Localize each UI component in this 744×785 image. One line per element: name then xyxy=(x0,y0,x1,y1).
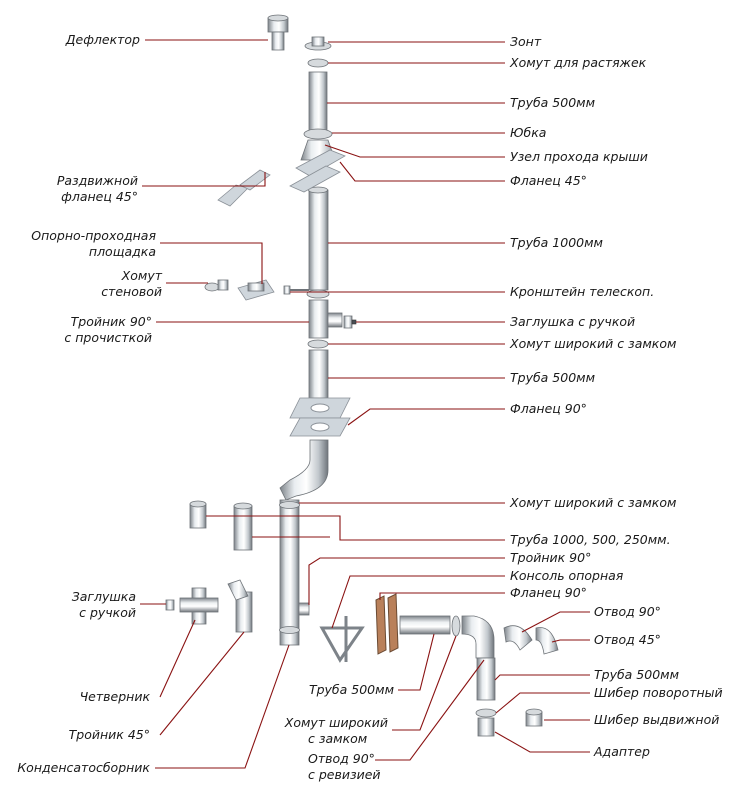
plug-left-part xyxy=(165,599,175,611)
label-elbow-45: Отвод 45° xyxy=(594,632,661,647)
label-pipe-500-low: Труба 500мм xyxy=(309,682,394,697)
label-console: Консоль опорная xyxy=(510,568,624,583)
pipe-500-low-part xyxy=(399,615,451,635)
label-tee-90: Тройник 90° xyxy=(510,550,591,565)
labels: Дефлектор Зонт Хомут для растяжек Труба … xyxy=(17,32,722,782)
label-slide-damper: Шибер выдвижной xyxy=(594,712,719,727)
guy-clamp-part xyxy=(307,58,329,68)
label-flange-45: Фланец 45° xyxy=(510,173,587,188)
label-roof-pass: Узел прохода крыши xyxy=(510,149,648,164)
label-plug-handle-right: Заглушка с ручкой xyxy=(510,314,635,329)
label-sliding-flange-1: Раздвижной xyxy=(57,173,138,188)
label-wide-clamp-lock-2: Хомут широкий с замком xyxy=(509,495,676,510)
sliding-flange-45-part xyxy=(217,169,271,207)
tee-45-part xyxy=(227,579,253,633)
label-plug-handle-left-2: с ручкой xyxy=(79,605,136,620)
label-bracket: Кронштейн телескоп. xyxy=(510,284,654,299)
label-pipe-500-top: Труба 500мм xyxy=(510,95,595,110)
wide-clamp-part xyxy=(307,339,329,349)
bracket-rod-part xyxy=(283,285,309,295)
console-part xyxy=(319,616,365,663)
label-adapter: Адаптер xyxy=(593,744,650,759)
slide-damper-part xyxy=(525,708,543,727)
label-pipe-500-mid: Труба 500мм xyxy=(510,370,595,385)
bent-pipe-part xyxy=(279,439,329,501)
cross-part xyxy=(179,587,219,625)
label-wall-clamp-2: стеновой xyxy=(101,284,162,299)
label-pipes-set: Труба 1000, 500, 250мм. xyxy=(510,532,671,547)
label-pipe-1000: Труба 1000мм xyxy=(510,235,603,250)
wide-clamp-low-part xyxy=(451,615,461,637)
flange-45-part xyxy=(289,149,346,193)
label-rotary-damper: Шибер поворотный xyxy=(594,685,723,700)
main-stack xyxy=(267,14,357,646)
label-deflector: Дефлектор xyxy=(65,32,140,47)
label-condensate: Конденсатосборник xyxy=(17,760,150,775)
label-elbow-90: Отвод 90° xyxy=(594,604,661,619)
plug-handle-right-part xyxy=(343,315,357,329)
label-platform-1: Опорно-проходная xyxy=(31,228,156,243)
flange-90-mid-part xyxy=(289,397,351,437)
pipe-lower-part xyxy=(279,499,300,646)
label-plug-handle-left-1: Заглушка xyxy=(72,589,136,604)
deflector-part xyxy=(267,14,289,51)
label-tee-45: Тройник 45° xyxy=(69,727,150,742)
pipe-1000-part xyxy=(308,189,329,291)
label-tee-90-clean-1: Тройник 90° xyxy=(71,314,152,329)
label-wide-clamp-low-1: Хомут широкий xyxy=(284,715,388,730)
pipe-500-right-part xyxy=(476,657,496,701)
elbow-90-part xyxy=(503,625,533,651)
tee-90-cleaning-part xyxy=(308,299,343,339)
label-skirt: Юбка xyxy=(510,125,546,140)
rotary-damper-part xyxy=(475,708,497,718)
flange-90-low-part xyxy=(375,593,399,655)
label-pipe-500-low-right: Труба 500мм xyxy=(594,667,679,682)
label-flange-90-low: Фланец 90° xyxy=(510,585,587,600)
pipe-500-top-part xyxy=(308,71,328,133)
label-tee-90-clean-2: с прочисткой xyxy=(64,330,152,345)
label-elbow-90-rev-1: Отвод 90° xyxy=(308,751,375,766)
elbow-90-rev-part xyxy=(461,615,495,659)
skirt-part xyxy=(303,128,333,140)
label-sliding-flange-2: фланец 45° xyxy=(61,189,138,204)
label-platform-2: площадка xyxy=(89,244,156,259)
pipes-set-part xyxy=(189,500,253,551)
elbow-45-part xyxy=(535,627,559,655)
leader-lines xyxy=(140,39,590,769)
label-elbow-90-rev-2: с ревизией xyxy=(308,767,381,782)
umbrella-part xyxy=(304,36,332,51)
platform-part xyxy=(237,279,275,301)
adapter-part xyxy=(477,717,495,737)
label-wide-clamp-low-2: с замком xyxy=(308,731,367,746)
label-flange-90-mid: Фланец 90° xyxy=(510,401,587,416)
label-wide-clamp-lock-1: Хомут широкий с замком xyxy=(509,336,676,351)
wall-clamp-part xyxy=(204,279,229,292)
label-umbrella: Зонт xyxy=(510,34,542,49)
pipe-500-mid-part xyxy=(308,349,329,399)
bracket-ring-part xyxy=(306,289,330,299)
label-cross: Четверник xyxy=(80,689,151,704)
label-guy-clamp: Хомут для растяжек xyxy=(509,55,647,70)
label-wall-clamp-1: Хомут xyxy=(121,268,163,283)
